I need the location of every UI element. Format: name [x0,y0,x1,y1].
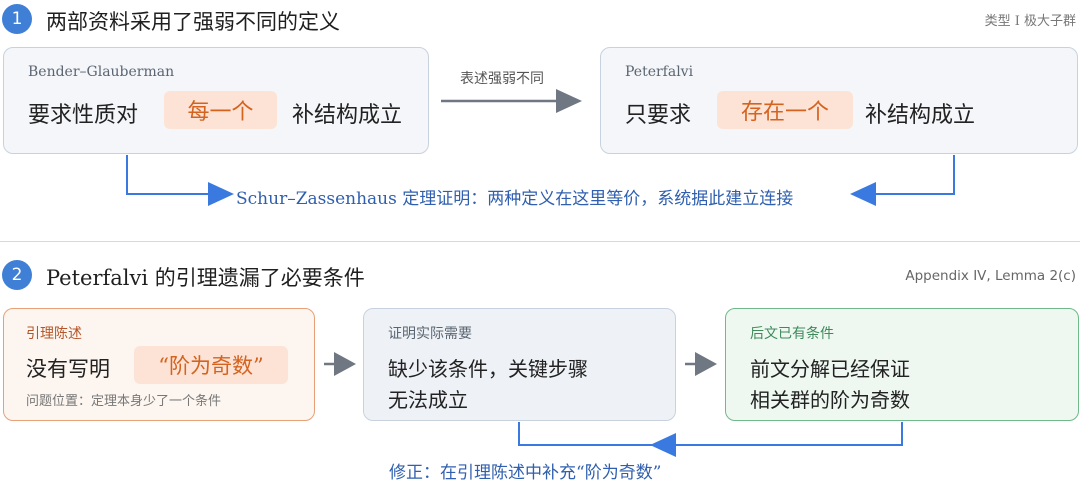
highlight-exists: 存在一个 [717,91,853,129]
section-2-badge: 2 [2,260,32,290]
box-text-after: 补结构成立 [865,103,976,128]
section-1-badge: 1 [2,4,32,34]
gray-arrow-1 [324,352,356,376]
middle-gray-arrow [441,89,582,113]
definition-box-peterfalvi: Peterfalvi 只要求 存在一个 补结构成立 [600,47,1078,154]
highlight-odd-order: “阶为奇数” [134,346,288,384]
box-label: Peterfalvi [625,64,694,80]
box-label: 证明实际需要 [388,326,472,342]
section-1-tag: 类型 I 极大子群 [984,14,1076,29]
section-1-title: 两部资料采用了强弱不同的定义 [46,10,340,34]
right-blue-connector [850,155,955,206]
box-label: 后文已有条件 [750,326,834,342]
arrow-label: 表述强弱不同 [460,71,544,87]
box-text-before: 要求性质对 [28,103,139,128]
section-1-number: 1 [11,9,23,29]
blue-return-connector [518,422,903,457]
definition-box-bender-glauberman: Bender–Glauberman 要求性质对 每一个 补结构成立 [3,47,429,154]
box-text-after: 补结构成立 [292,103,403,128]
box-line-1: 前文分解已经保证 [750,357,910,381]
lemma-statement-box: 引理陈述 没有写明 “阶为奇数” 问题位置：定理本身少了一个条件 [3,308,315,421]
section-1-conclusion: Schur–Zassenhaus 定理证明：两种定义在这里等价，系统据此建立连接 [236,189,794,209]
box-line-2: 相关群的阶为奇数 [750,388,910,412]
section-2-fix: 修正：在引理陈述中补充“阶为奇数” [389,463,662,483]
box-text-before: 只要求 [625,103,692,128]
left-blue-connector [126,155,234,206]
box-line-2: 无法成立 [388,388,468,412]
box-label: 引理陈述 [26,326,82,342]
gray-arrow-2 [685,352,717,376]
section-2-tag: Appendix IV, Lemma 2(c) [905,268,1076,284]
highlight-every: 每一个 [164,91,277,129]
box-text-before: 没有写明 [26,357,110,381]
section-2-title: Peterfalvi 的引理遗漏了必要条件 [46,266,365,290]
box-line-1: 缺少该条件，关键步骤 [388,357,588,381]
existing-condition-box: 后文已有条件 前文分解已经保证 相关群的阶为奇数 [725,308,1079,421]
proof-needs-box: 证明实际需要 缺少该条件，关键步骤 无法成立 [363,308,676,421]
box-note: 问题位置：定理本身少了一个条件 [26,394,222,409]
section-divider [0,241,1080,242]
section-2-number: 2 [11,265,23,285]
box-label: Bender–Glauberman [28,64,175,80]
